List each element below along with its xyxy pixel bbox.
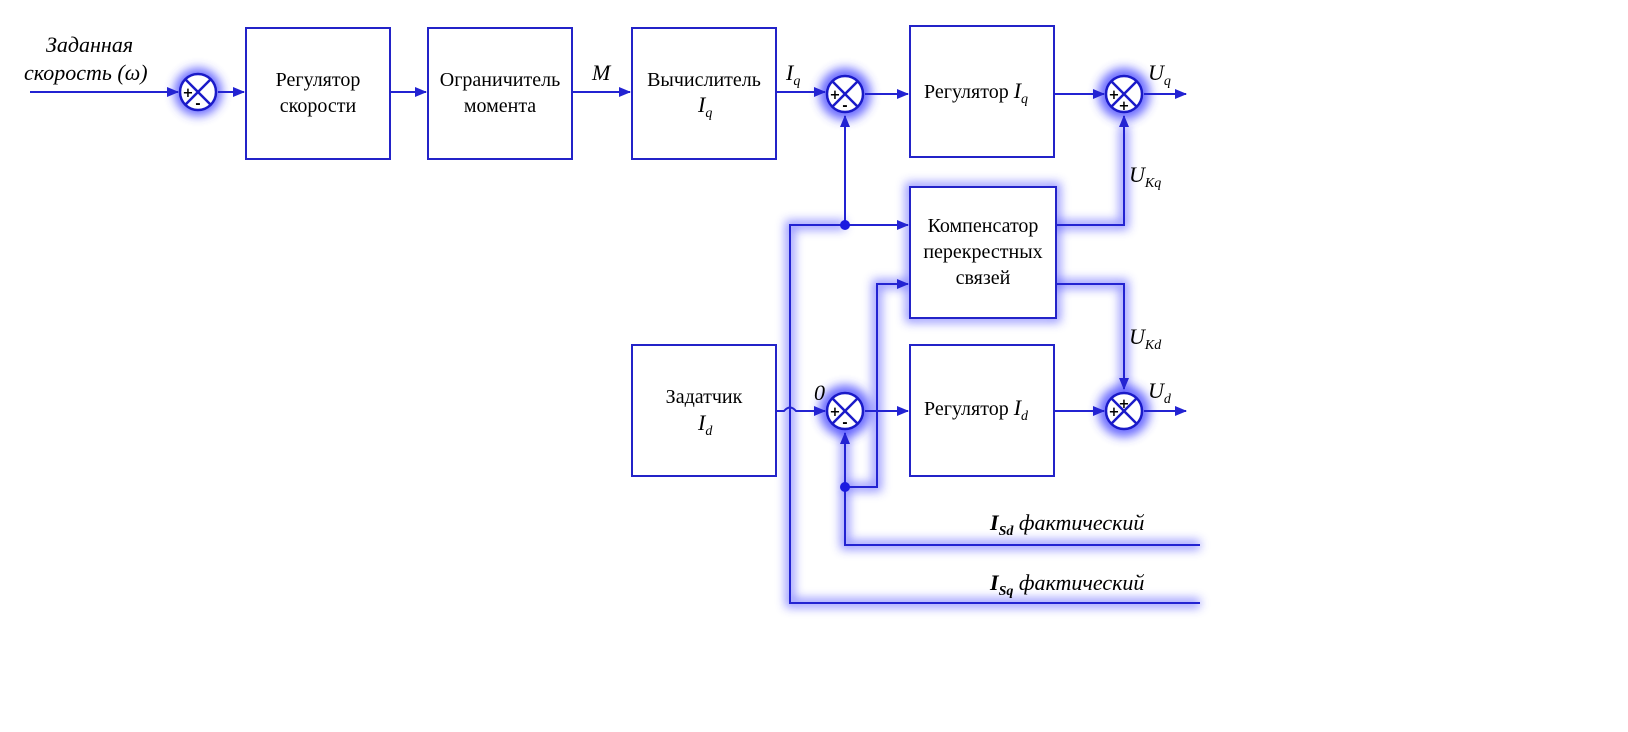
ukd-signal-label: UKd: [1129, 324, 1162, 353]
ud-signal-label: Ud: [1148, 378, 1172, 407]
junction-isq: [840, 220, 850, 230]
sign-plus: +: [830, 88, 841, 103]
compensator-line2: перекрестных: [923, 241, 1042, 263]
speed-regulator-block: Регулятор скорости: [245, 27, 391, 160]
summing-junction-ud: + +: [1104, 391, 1144, 431]
id-setter-block: Задатчик Id: [631, 344, 777, 477]
compensator-line1: Компенсатор: [928, 215, 1039, 237]
input-label-line1: Заданная: [46, 32, 133, 57]
summing-junction-iq: + -: [825, 74, 865, 114]
ukq-signal-label: UKq: [1129, 162, 1161, 191]
zero-reference-label: 0: [814, 380, 825, 405]
wire-ukq: [1056, 115, 1129, 226]
iq-regulator-block: Регулятор Iq: [909, 25, 1055, 158]
summing-junction-uq: + +: [1104, 74, 1144, 114]
isq-feedback-label: ISq фактический: [989, 570, 1144, 599]
id-regulator-label: Регулятор Id: [924, 395, 1029, 424]
junction-isd: [840, 482, 850, 492]
id-regulator-block: Регулятор Id: [909, 344, 1055, 477]
iq-regulator-label: Регулятор Iq: [924, 78, 1028, 107]
sign-plus: +: [1119, 99, 1130, 114]
speed-regulator-line2: скорости: [280, 95, 357, 117]
torque-limiter-block: Ограничитель момента: [427, 27, 573, 160]
wire-isd-feedback: [840, 432, 1200, 546]
id-setter-line1: Задатчик: [666, 386, 743, 408]
torque-limiter-line1: Ограничитель: [440, 69, 560, 91]
wire-id-setter-to-sum: [776, 406, 826, 416]
torque-limiter-line2: момента: [464, 95, 536, 117]
uq-signal-label: Uq: [1148, 60, 1171, 89]
sign-plus: +: [183, 86, 194, 101]
iq-calculator-line1: Вычислитель: [647, 69, 761, 91]
summing-junction-speed: + -: [178, 72, 218, 112]
sign-minus: -: [842, 416, 847, 431]
sign-plus: +: [830, 405, 841, 420]
sign-minus: -: [195, 97, 200, 112]
sign-minus: -: [842, 99, 847, 114]
id-setter-var: Id: [697, 410, 713, 439]
cross-compensator-block: Компенсатор перекрестных связей: [909, 186, 1057, 319]
compensator-line3: связей: [956, 267, 1011, 289]
wire-isd-to-compensator: [845, 279, 909, 488]
speed-regulator-line1: Регулятор: [276, 69, 361, 91]
sign-plus: +: [1109, 405, 1120, 420]
iq-calculator-block: Вычислитель Iq: [631, 27, 777, 160]
iq-calculator-var: Iq: [697, 92, 712, 121]
isd-feedback-label: ISd фактический: [989, 510, 1144, 539]
sign-plus: +: [1109, 88, 1120, 103]
iq-signal-label: Iq: [785, 60, 800, 89]
sign-plus: +: [1119, 397, 1130, 412]
summing-junction-id: + -: [825, 391, 865, 431]
wire-ukd: [1056, 283, 1129, 390]
input-label-line2: скорость (ω): [24, 60, 148, 85]
torque-signal-label: M: [591, 60, 612, 85]
